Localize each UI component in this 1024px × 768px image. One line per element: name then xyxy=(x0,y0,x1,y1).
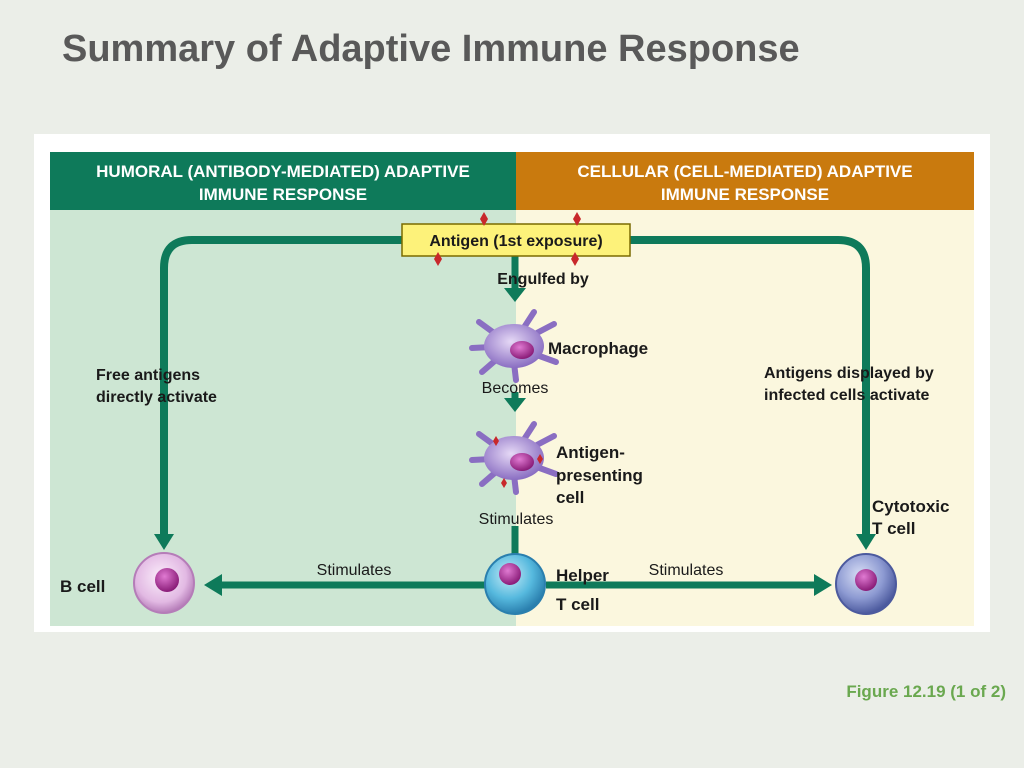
left-loop-arrowhead xyxy=(154,534,174,550)
center-arrowhead-1 xyxy=(504,288,526,302)
cytotoxic-t-cell xyxy=(835,553,897,615)
stimulates-left-label: Stimulates xyxy=(317,562,392,579)
humoral-header-line2: IMMUNE RESPONSE xyxy=(199,185,367,204)
antigen-box-label: Antigen (1st exposure) xyxy=(429,233,602,250)
antigens-displayed-line2: infected cells activate xyxy=(764,387,930,404)
apc-label-line3: cell xyxy=(556,488,584,507)
macrophage-label: Macrophage xyxy=(548,339,648,358)
humoral-header xyxy=(50,152,516,210)
antigens-displayed-line1: Antigens displayed by xyxy=(764,365,934,382)
helper-t-label-line2: T cell xyxy=(556,595,599,614)
b-cell-label: B cell xyxy=(60,577,105,596)
apc-label-line2: presenting xyxy=(556,466,643,485)
macrophage-cell xyxy=(469,309,559,383)
center-arrowhead-2 xyxy=(504,398,526,412)
free-antigens-line1: Free antigens xyxy=(96,367,200,384)
cellular-header-line1: CELLULAR (CELL-MEDIATED) ADAPTIVE xyxy=(577,162,912,181)
helper-t-cell xyxy=(484,553,546,615)
stimulates-right-arrowhead xyxy=(814,574,832,596)
b-cell xyxy=(133,552,195,614)
left-loop-arrow xyxy=(160,236,402,539)
humoral-header-line1: HUMORAL (ANTIBODY-MEDIATED) ADAPTIVE xyxy=(96,162,470,181)
stimulates-left-arrowhead xyxy=(204,574,222,596)
cellular-header-line2: IMMUNE RESPONSE xyxy=(661,185,829,204)
engulfed-by-label: Engulfed by xyxy=(497,271,589,288)
right-loop-arrow xyxy=(630,236,870,539)
cytotoxic-t-label-line2: T cell xyxy=(872,519,915,538)
stimulates-right-label: Stimulates xyxy=(649,562,724,579)
figure-panel: HUMORAL (ANTIBODY-MEDIATED) ADAPTIVE IMM… xyxy=(34,134,990,632)
helper-t-label-line1: Helper xyxy=(556,566,609,585)
antigen-box xyxy=(401,223,631,257)
figure-caption: Figure 12.19 (1 of 2) xyxy=(846,682,1006,701)
apc-label-line1: Antigen- xyxy=(556,443,625,462)
right-loop-arrowhead xyxy=(856,534,876,550)
antigen-presenting-cell xyxy=(469,421,559,495)
free-antigens-line2: directly activate xyxy=(96,389,217,406)
slide-title: Summary of Adaptive Immune Response xyxy=(62,28,800,70)
antigen-particles xyxy=(434,212,581,266)
becomes-label: Becomes xyxy=(482,380,549,397)
cytotoxic-t-label-line1: Cytotoxic xyxy=(872,497,949,516)
cellular-header xyxy=(516,152,974,210)
stimulates-center-label: Stimulates xyxy=(479,511,554,528)
